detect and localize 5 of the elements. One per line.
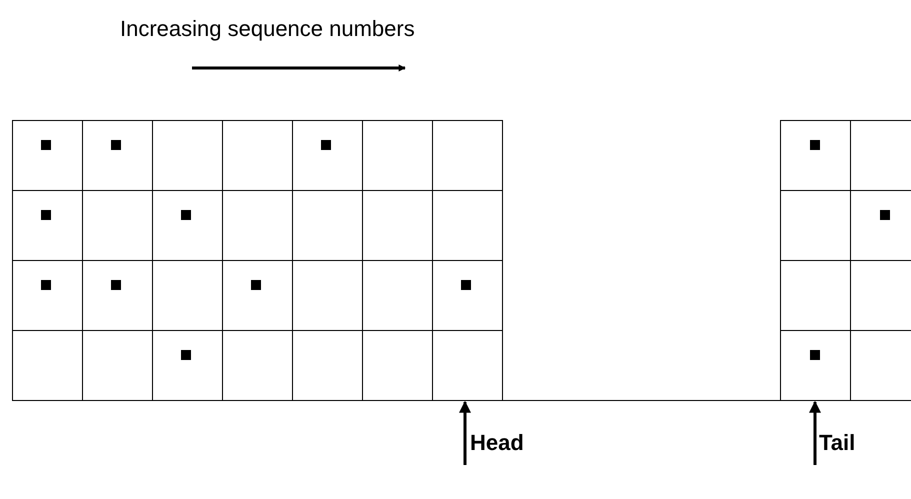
pointer-arrow xyxy=(809,400,821,465)
pointer-label: Head xyxy=(470,430,524,456)
pointer-arrow xyxy=(459,400,471,465)
axis-caption: Increasing sequence numbers xyxy=(120,16,415,42)
pointer-label: Tail xyxy=(819,430,856,456)
